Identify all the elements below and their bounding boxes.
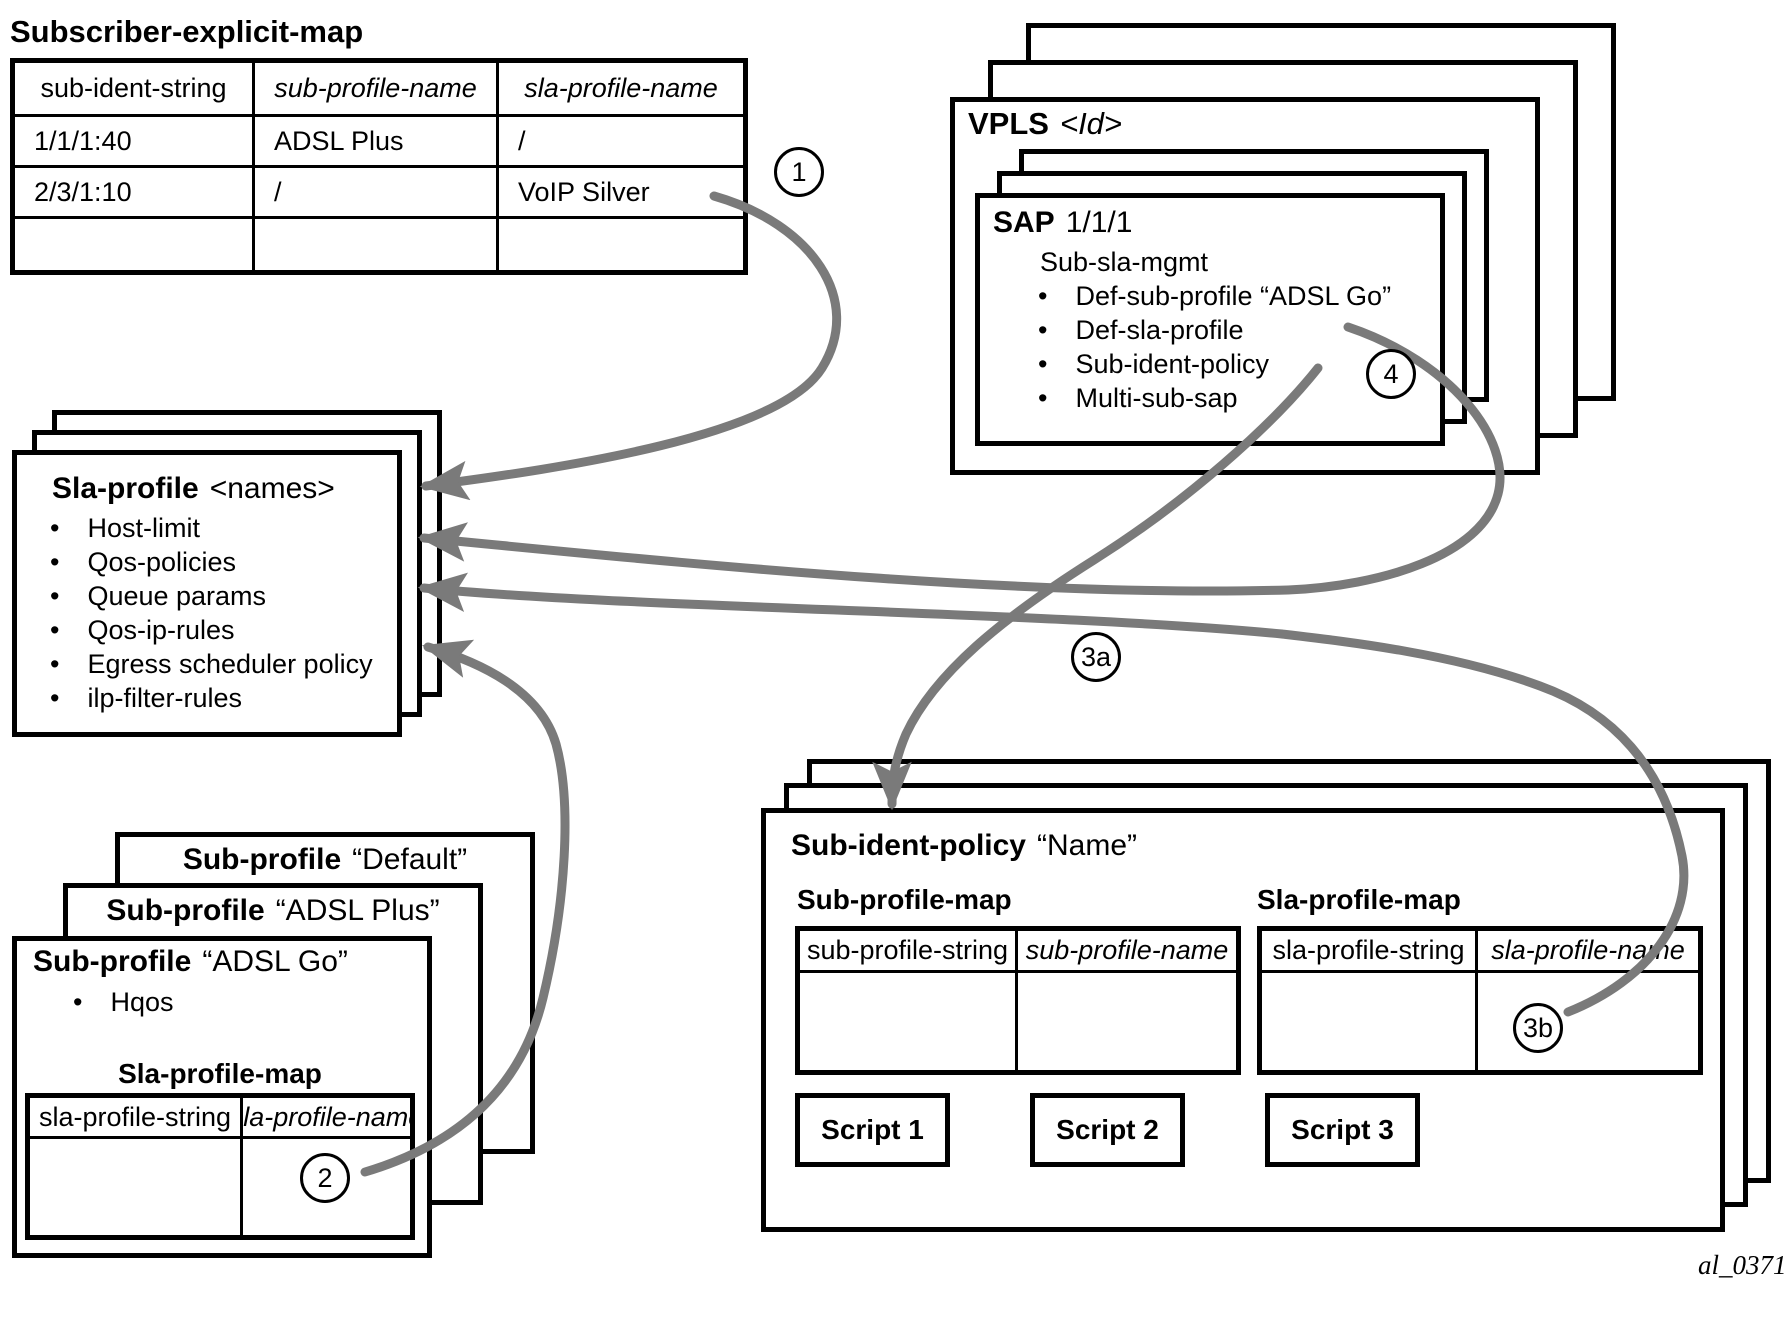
sap-keyword: SAP (993, 206, 1055, 239)
explicit-map-col-header: sub-profile-name (255, 63, 499, 117)
explicit-map-cell: 1/1/1:40 (15, 117, 255, 168)
map-col-header: sla-profile-name (1478, 931, 1698, 973)
sub-profile-name: “Default” (352, 843, 468, 876)
figure-id-watermark: al_0371 (1698, 1250, 1786, 1280)
sub-profile-map-section-title: Sub-profile-map (797, 884, 1012, 915)
sla-profile-bullet: Queue params (50, 579, 373, 613)
explicit-map-cell: / (499, 117, 743, 168)
map-cell-empty (1018, 973, 1236, 1070)
sla-profile-bullet: ilp-filter-rules (50, 681, 373, 715)
sla-profile-bullet: Qos-ip-rules (50, 613, 373, 647)
script-3-box: Script 3 (1265, 1093, 1420, 1167)
sla-profile-names: <names> (209, 472, 335, 505)
sub-profile-keyword: Sub-profile (182, 843, 342, 876)
explicit-map-table: sub-ident-string sub-profile-name sla-pr… (10, 58, 748, 275)
explicit-map-cell: ADSL Plus (255, 117, 499, 168)
sub-ident-policy-name: “Name” (1037, 829, 1138, 862)
sap-bullet-list: Def-sub-profile “ADSL Go” Def-sla-profil… (1038, 279, 1391, 415)
sub-profile-adsl-plus-title: Sub-profile “ADSL Plus” (63, 894, 483, 928)
sub-profile-keyword: Sub-profile (106, 894, 265, 927)
script-1-box: Script 1 (795, 1093, 950, 1167)
map-col-header: sub-profile-string (800, 931, 1018, 973)
sla-profile-bullet: Qos-policies (50, 545, 373, 579)
sub-ident-sub-profile-map-table: sub-profile-string sub-profile-name (795, 926, 1241, 1075)
map-col-header: sla-profile-string (1262, 931, 1478, 973)
sub-profile-bullet: Hqos (73, 985, 173, 1019)
sap-bullet: Multi-sub-sap (1038, 381, 1391, 415)
sub-profile-default-title: Sub-profile “Default” (115, 843, 535, 877)
map-cell-empty (800, 973, 1018, 1070)
explicit-map-cell (499, 219, 743, 270)
explicit-map-cell: VoIP Silver (499, 168, 743, 219)
sub-profile-keyword: Sub-profile (33, 945, 192, 978)
connector-label-3a: 3a (1071, 632, 1121, 682)
connector-label-2: 2 (300, 1153, 350, 1203)
explicit-map-col-header: sla-profile-name (499, 63, 743, 117)
sap-bullet: Def-sla-profile (1038, 313, 1391, 347)
sap-title: SAP 1/1/1 (993, 206, 1132, 240)
map-col-header: sla-profile-string (30, 1098, 243, 1139)
sap-id: 1/1/1 (1065, 206, 1133, 239)
sub-profile-bullet-list: Hqos (73, 985, 173, 1019)
sla-profile-bullet: Egress scheduler policy (50, 647, 372, 681)
sla-profile-map-section-title: Sla-profile-map (1257, 884, 1461, 915)
sub-ident-sla-profile-map-table: sla-profile-string sla-profile-name (1257, 926, 1703, 1075)
sla-profile-keyword: Sla-profile (52, 472, 199, 505)
map-cell-empty (1262, 973, 1478, 1070)
sub-profile-map-title: Sla-profile-map (118, 1058, 322, 1089)
sap-subtitle: Sub-sla-mgmt (1040, 247, 1209, 277)
map-col-header: sla-profile-name (243, 1098, 410, 1139)
vpls-title: VPLS <Id> (968, 106, 1122, 142)
script-2-box: Script 2 (1030, 1093, 1185, 1167)
sla-profile-title: Sla-profile <names> (52, 472, 335, 506)
sub-profile-adsl-go-title: Sub-profile “ADSL Go” (33, 945, 348, 979)
explicit-map-title: Subscriber-explicit-map (10, 14, 364, 49)
explicit-map-cell: 2/3/1:10 (15, 168, 255, 219)
sub-profile-sla-map-table: sla-profile-string sla-profile-name (25, 1093, 415, 1240)
explicit-map-cell (255, 219, 499, 270)
map-cell-empty (30, 1139, 243, 1235)
connector-label-4: 4 (1366, 349, 1416, 399)
sla-profile-bullet: Host-limit (50, 511, 373, 545)
vpls-keyword: VPLS (968, 106, 1049, 141)
sub-ident-policy-keyword: Sub-ident-policy (791, 829, 1026, 862)
sap-bullet: Sub-ident-policy (1038, 347, 1391, 381)
map-cell-empty (1478, 973, 1698, 1070)
connector-label-1: 1 (774, 147, 824, 197)
vpls-id: <Id> (1059, 106, 1123, 141)
sap-bullet: Def-sub-profile “ADSL Go” (1038, 279, 1391, 313)
explicit-map-col-header: sub-ident-string (15, 63, 255, 117)
connector-label-3b: 3b (1513, 1003, 1563, 1053)
sub-ident-policy-title: Sub-ident-policy “Name” (791, 829, 1137, 863)
explicit-map-cell: / (255, 168, 499, 219)
explicit-map-cell (15, 219, 255, 270)
sla-profile-bullet-list: Host-limit Qos-policies Queue params Qos… (50, 511, 373, 715)
map-col-header: sub-profile-name (1018, 931, 1236, 973)
sub-profile-name: “ADSL Go” (202, 945, 348, 978)
sub-profile-name: “ADSL Plus” (275, 894, 440, 927)
